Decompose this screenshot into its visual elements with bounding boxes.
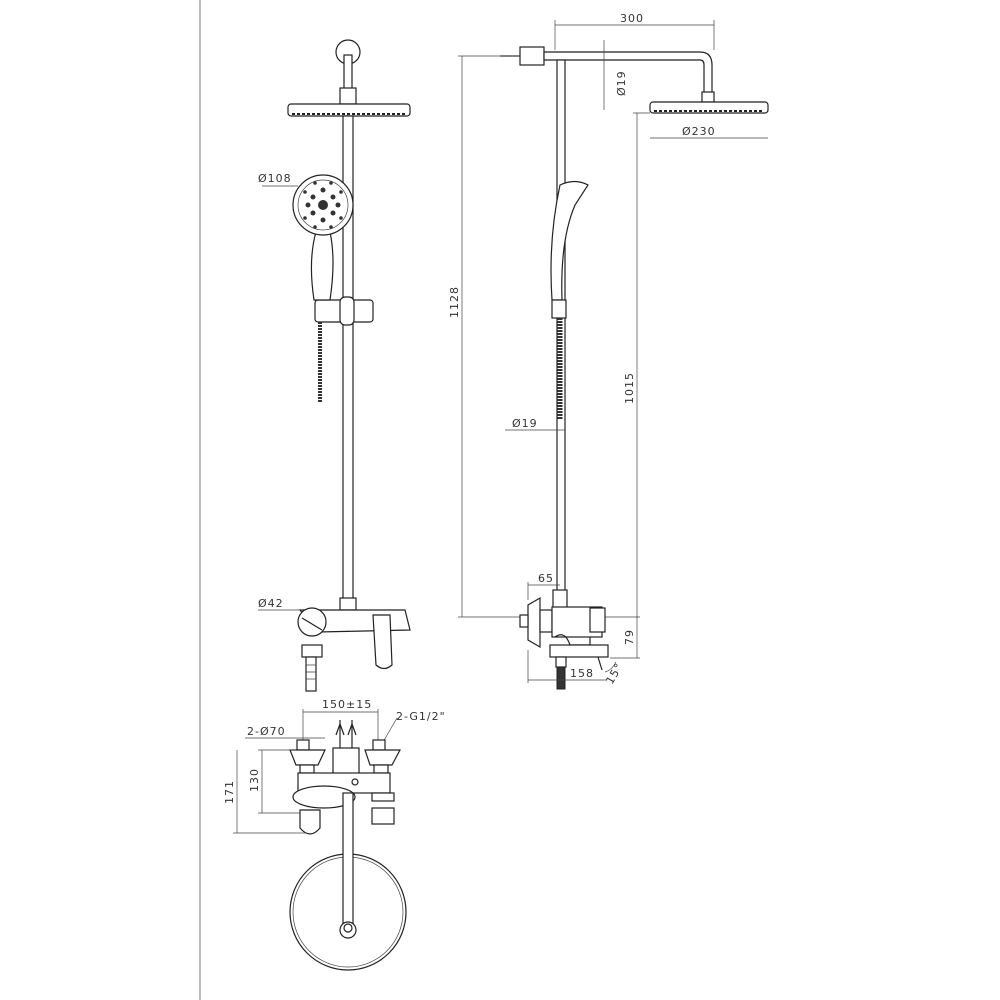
left-flange — [289, 749, 326, 766]
dim-spout-angle: 15° — [603, 661, 626, 687]
dim-connection: 2-G1/2" — [396, 710, 446, 723]
inlet-connector — [305, 656, 317, 692]
dim-hand-shower-diameter: Ø108 — [258, 172, 292, 185]
side-view: 300 Ø19 Ø230 1128 1015 Ø19 65 79 158 — [448, 12, 769, 690]
right-flange — [364, 749, 401, 766]
inlet-side — [556, 666, 566, 690]
inlet-top — [299, 809, 321, 835]
dim-mixer-height: 79 — [623, 629, 636, 645]
shower-arm — [543, 51, 713, 96]
dim-flange-diameter: 2-Ø70 — [247, 725, 286, 738]
dim-total-height: 1128 — [448, 286, 461, 318]
dim-arm-diameter: Ø19 — [615, 70, 628, 96]
lever-top — [292, 785, 356, 809]
dim-171: 171 — [223, 780, 236, 804]
dim-head-height: 1015 — [623, 372, 636, 404]
dim-head-diameter: Ø230 — [682, 125, 716, 138]
mixer-lever — [372, 614, 393, 670]
dim-rail-diameter: Ø19 — [512, 417, 538, 430]
dim-arm-length: 300 — [620, 12, 644, 25]
dim-mixer-depth: 158 — [570, 667, 594, 680]
dim-center-distance: 150±15 — [322, 698, 372, 711]
dim-mixer-projection: 65 — [538, 572, 554, 585]
front-view: Ø108 Ø42 — [258, 39, 411, 692]
top-view: 150±15 2-G1/2" 2-Ø70 130 171 — [223, 698, 446, 971]
wall-flange — [519, 46, 545, 66]
dim-mixer-diameter: Ø42 — [258, 597, 284, 610]
hand-shower-handle — [310, 231, 334, 301]
mixer-flange-side — [527, 596, 541, 649]
rail-top — [342, 792, 354, 927]
hand-shower-side — [550, 180, 589, 301]
dim-130: 130 — [248, 768, 261, 792]
